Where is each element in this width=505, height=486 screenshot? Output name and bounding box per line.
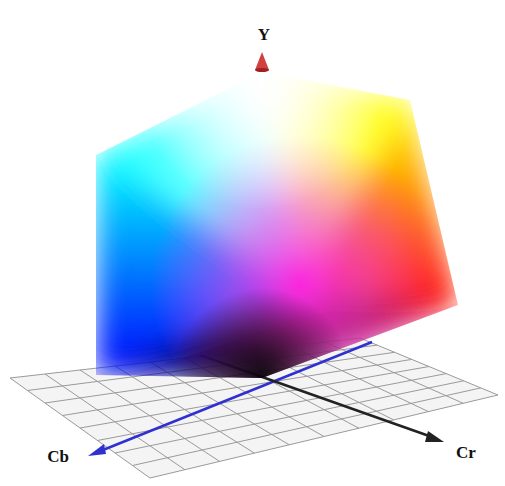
y-arrowhead: [255, 52, 269, 70]
cr-arrowhead: [425, 431, 444, 442]
y-arrowhead-base: [255, 68, 269, 72]
cb-arrowhead: [88, 444, 106, 456]
axis-label-cr: Cr: [456, 444, 476, 461]
axis-label-cb: Cb: [47, 448, 69, 465]
axis-label-y: Y: [258, 26, 270, 43]
